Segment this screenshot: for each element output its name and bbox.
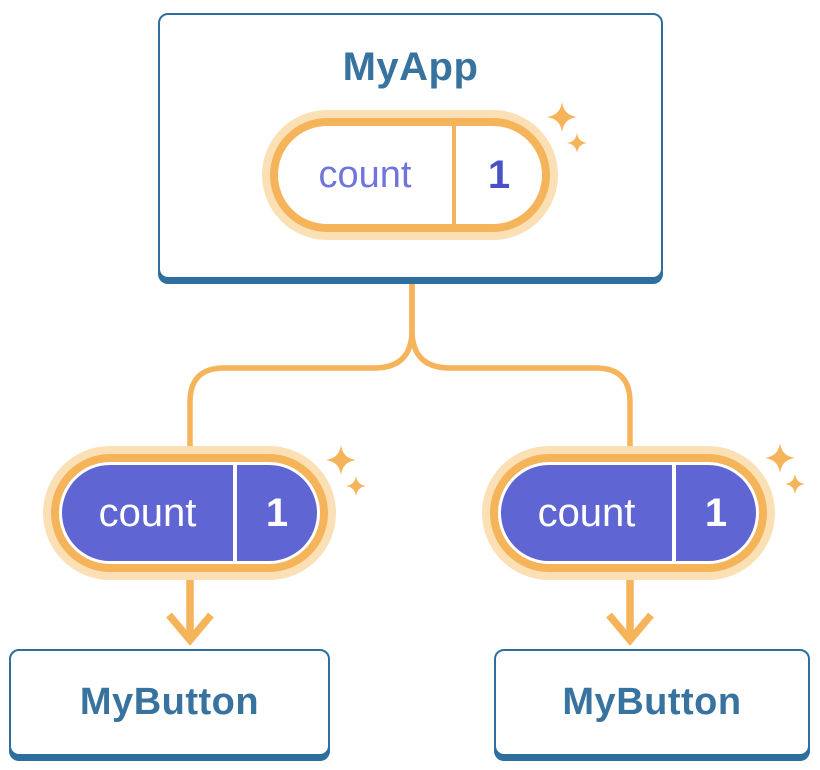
mybutton-title-left: MyButton [79,681,260,723]
pill-divider [233,465,237,561]
tree-edge-left [187,284,415,470]
prop-label: count [98,490,197,535]
myapp-title: MyApp [342,45,479,89]
pill-halo: count 1 [262,110,558,240]
prop-value: 1 [704,490,728,535]
tree-edge-right [409,284,633,470]
pill-ring: count 1 [270,118,550,232]
state-value: 1 [487,152,511,197]
state-label: count [318,153,412,196]
component-card-mybutton-right: MyButton [494,649,810,756]
pill-halo: count 1 [43,446,336,580]
prop-pill-left: count 1 [43,446,336,580]
pill-halo: count 1 [482,446,775,580]
pill-divider [452,126,456,224]
pill-ring: count 1 [51,454,328,572]
mybutton-title-right: MyButton [562,681,742,723]
prop-label: count [537,490,636,535]
pill-divider [672,465,676,561]
component-card-mybutton-left: MyButton [9,649,330,756]
sparkle-icon [765,443,805,494]
pill-ring: count 1 [490,454,767,572]
prop-pill-right: count 1 [482,446,775,580]
prop-value: 1 [265,490,289,535]
sparkle-icon [547,102,587,153]
sparkle-icon [326,445,366,496]
state-pill-root: count 1 [262,110,558,240]
